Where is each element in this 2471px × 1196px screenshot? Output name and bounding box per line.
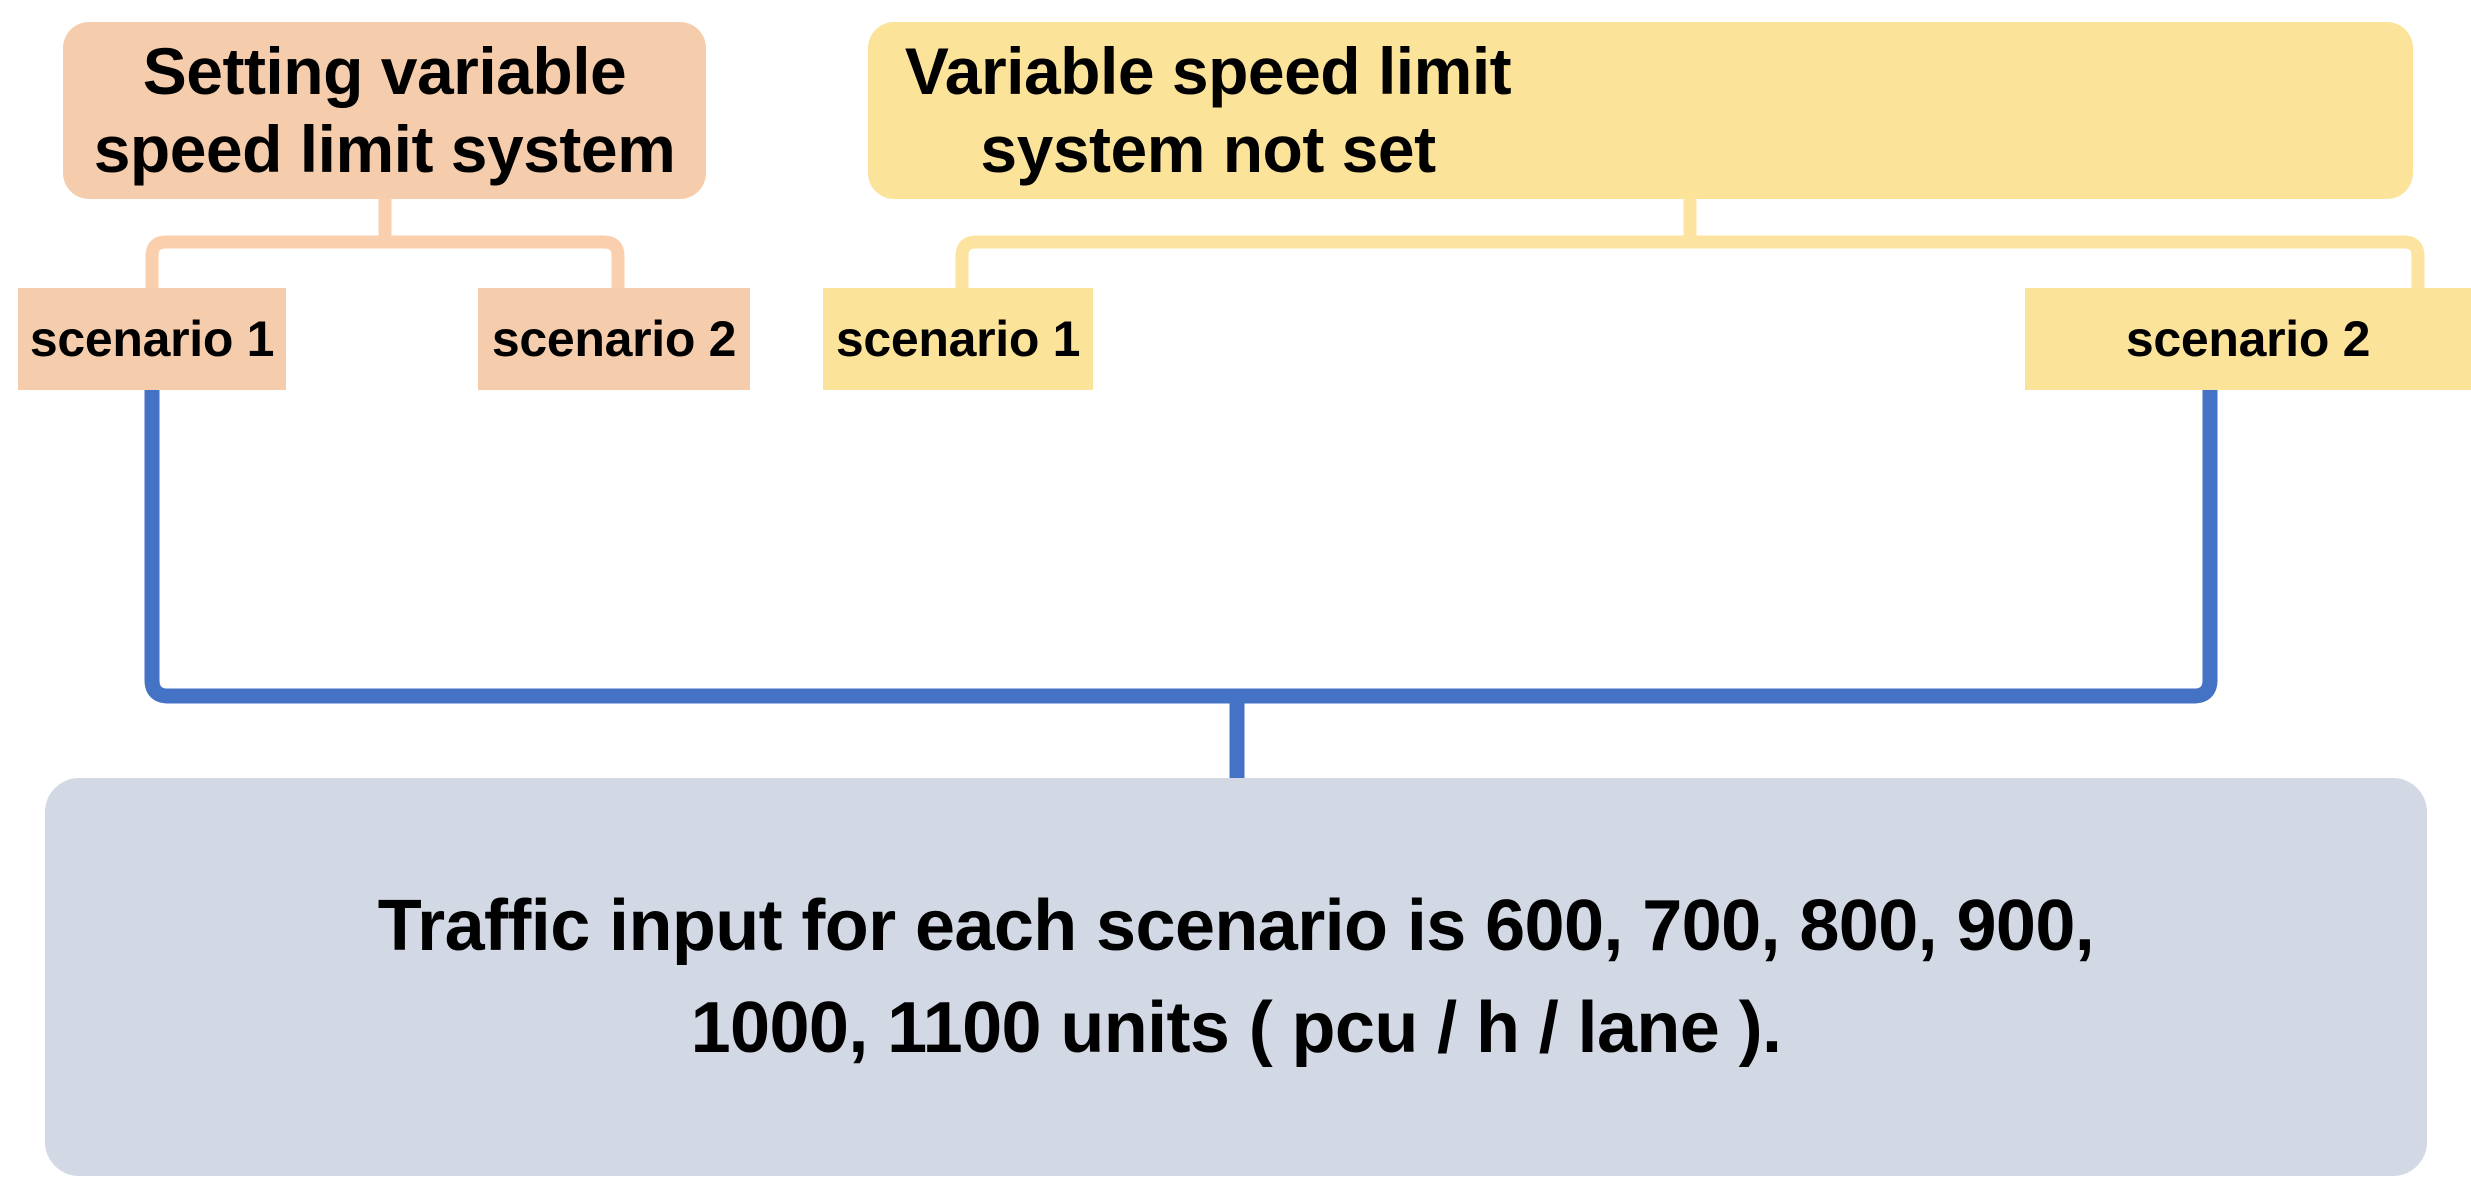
chip-orange-scenario-1[interactable]: scenario 1 xyxy=(18,288,286,390)
summary-line-2: 1000, 1100 units ( pcu / h / lane ). xyxy=(690,988,1782,1068)
card-setting-variable-speed-limit-system[interactable]: Setting variable speed limit system xyxy=(63,22,706,199)
chip-yellow-scenario-1[interactable]: scenario 1 xyxy=(823,288,1093,390)
chip-orange-scenario-2-label: scenario 2 xyxy=(491,311,737,367)
chip-yellow-scenario-2-label: scenario 2 xyxy=(2125,311,2371,367)
blue-merge-connector xyxy=(144,382,2218,704)
card-setting-label: Setting variable speed limit system xyxy=(93,33,676,186)
card-traffic-input-summary[interactable]: Traffic input for each scenario is 600, … xyxy=(45,778,2427,1176)
chip-orange-scenario-2[interactable]: scenario 2 xyxy=(478,288,750,390)
chip-yellow-scenario-1-label: scenario 1 xyxy=(835,311,1081,367)
yellow-connector-bracket xyxy=(955,235,2425,295)
card-notset-label: Variable speed limit system not set xyxy=(904,33,1512,186)
chip-orange-scenario-1-label: scenario 1 xyxy=(29,311,275,367)
summary-line-1: Traffic input for each scenario is 600, … xyxy=(377,885,2095,966)
card-variable-speed-limit-system-not-set[interactable]: Variable speed limit system not set xyxy=(868,22,2413,199)
chip-yellow-scenario-2[interactable]: scenario 2 xyxy=(2025,288,2471,390)
orange-connector-bracket xyxy=(145,235,625,295)
summary-text-block: Traffic input for each scenario is 600, … xyxy=(377,875,2095,1079)
